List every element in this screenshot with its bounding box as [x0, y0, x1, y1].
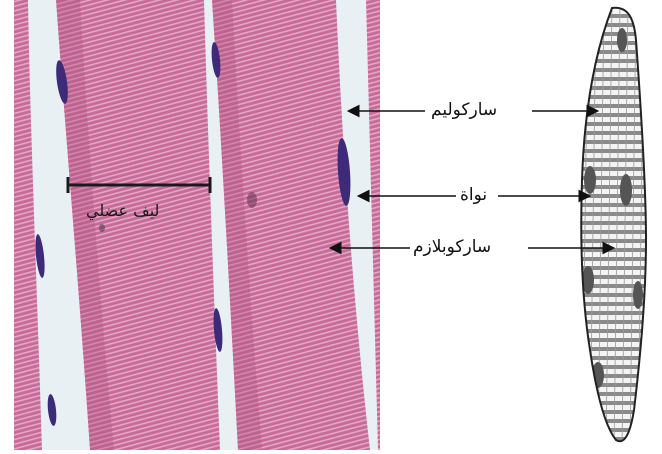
striation-band — [576, 401, 652, 405]
striation-band — [576, 365, 652, 369]
striation-band — [576, 14, 652, 18]
label-nucleus: نواة — [457, 185, 490, 205]
striation-band — [576, 158, 652, 162]
striation-band — [576, 392, 652, 396]
micrograph — [14, 0, 380, 450]
label-sarcoplasm: ساركوبلازم — [410, 237, 494, 257]
striation-band — [576, 131, 652, 135]
striation-band — [576, 140, 652, 144]
striation-band — [576, 86, 652, 90]
label-muscle-fiber: ليف عضلي — [86, 202, 159, 220]
striation-band — [576, 59, 652, 63]
striation-band — [576, 221, 652, 225]
dark-spot — [247, 192, 257, 208]
striation-band — [576, 77, 652, 81]
striation-band — [576, 203, 652, 207]
dark-spot — [99, 224, 105, 232]
striation-band — [576, 68, 652, 72]
striation-band — [576, 32, 652, 36]
striation-band — [576, 50, 652, 54]
striation-band — [576, 149, 652, 153]
striation-band — [576, 383, 652, 387]
striation-band — [576, 23, 652, 27]
striation-band — [576, 446, 652, 450]
striation-band — [576, 311, 652, 315]
striation-band — [576, 410, 652, 414]
striation-band — [576, 212, 652, 216]
label-sarcolemma: ساركوليم — [428, 100, 500, 120]
striation-band — [576, 374, 652, 378]
striation-band — [576, 320, 652, 324]
fiber-drawing — [576, 4, 652, 450]
striation-band — [576, 41, 652, 45]
